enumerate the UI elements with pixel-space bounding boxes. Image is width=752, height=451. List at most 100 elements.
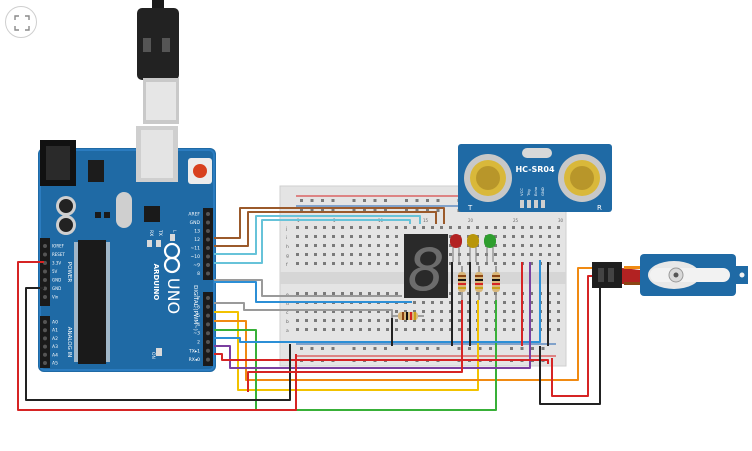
breadboard-hole[interactable]: [458, 226, 461, 229]
breadboard-hole[interactable]: [404, 319, 407, 322]
led[interactable]: [450, 234, 462, 248]
rail-hole[interactable]: [415, 209, 419, 212]
breadboard-hole[interactable]: [494, 244, 497, 247]
breadboard-hole[interactable]: [305, 319, 308, 322]
breadboard-hole[interactable]: [512, 226, 515, 229]
breadboard-hole[interactable]: [332, 262, 335, 265]
breadboard-hole[interactable]: [548, 253, 551, 256]
breadboard-hole[interactable]: [485, 328, 488, 331]
breadboard-hole[interactable]: [503, 226, 506, 229]
breadboard-hole[interactable]: [350, 319, 353, 322]
arduino-uno-board[interactable]: ARDUINO UNO DIGITAL (PWM~) POWER ANALOG …: [38, 126, 216, 372]
breadboard-hole[interactable]: [368, 310, 371, 313]
breadboard-hole[interactable]: [485, 319, 488, 322]
jumper-wire[interactable]: [214, 267, 596, 381]
breadboard-hole[interactable]: [296, 253, 299, 256]
rail-hole[interactable]: [489, 347, 492, 350]
breadboard-hole[interactable]: [557, 292, 560, 295]
breadboard-hole[interactable]: [494, 253, 497, 256]
breadboard-hole[interactable]: [449, 226, 452, 229]
breadboard-hole[interactable]: [449, 244, 452, 247]
breadboard-hole[interactable]: [440, 301, 443, 304]
rail-hole[interactable]: [436, 209, 440, 212]
jumper-wire[interactable]: [214, 262, 531, 369]
rail-hole[interactable]: [352, 347, 356, 350]
rail-hole[interactable]: [331, 199, 335, 202]
rail-hole[interactable]: [415, 199, 419, 202]
digital-pin-hole[interactable]: [206, 313, 210, 318]
breadboard-hole[interactable]: [359, 262, 362, 265]
breadboard-hole[interactable]: [458, 292, 461, 295]
breadboard-hole[interactable]: [449, 310, 452, 313]
breadboard-hole[interactable]: [314, 244, 317, 247]
breadboard-hole[interactable]: [350, 244, 353, 247]
rail-hole[interactable]: [373, 209, 377, 212]
breadboard-hole[interactable]: [449, 253, 452, 256]
breadboard-hole[interactable]: [314, 253, 317, 256]
breadboard-hole[interactable]: [350, 292, 353, 295]
analog-pin-hole[interactable]: [43, 361, 47, 365]
breadboard-hole[interactable]: [296, 262, 299, 265]
breadboard-hole[interactable]: [440, 226, 443, 229]
breadboard-hole[interactable]: [395, 328, 398, 331]
breadboard-hole[interactable]: [359, 235, 362, 238]
breadboard-hole[interactable]: [341, 253, 344, 256]
breadboard-hole[interactable]: [449, 301, 452, 304]
breadboard-hole[interactable]: [440, 310, 443, 313]
breadboard-hole[interactable]: [485, 310, 488, 313]
breadboard-hole[interactable]: [530, 301, 533, 304]
rail-hole[interactable]: [321, 209, 324, 212]
rail-hole[interactable]: [310, 199, 314, 202]
breadboard-hole[interactable]: [530, 310, 533, 313]
breadboard-hole[interactable]: [467, 253, 470, 256]
breadboard-hole[interactable]: [341, 244, 344, 247]
rail-hole[interactable]: [363, 199, 366, 202]
power-pin-hole[interactable]: [43, 295, 47, 299]
breadboard-hole[interactable]: [377, 244, 380, 247]
usb-cable[interactable]: [137, 0, 179, 124]
breadboard-hole[interactable]: [548, 235, 551, 238]
breadboard-hole[interactable]: [449, 262, 452, 265]
breadboard-hole[interactable]: [476, 292, 479, 295]
rail-hole[interactable]: [331, 209, 335, 212]
rail-hole[interactable]: [426, 199, 429, 202]
breadboard-hole[interactable]: [359, 292, 362, 295]
breadboard-hole[interactable]: [503, 301, 506, 304]
breadboard-hole[interactable]: [314, 310, 317, 313]
breadboard-hole[interactable]: [323, 319, 326, 322]
rail-hole[interactable]: [321, 347, 324, 350]
breadboard-hole[interactable]: [323, 328, 326, 331]
breadboard-hole[interactable]: [539, 226, 542, 229]
seven-segment-display[interactable]: 8: [404, 234, 448, 304]
breadboard-hole[interactable]: [512, 235, 515, 238]
breadboard-hole[interactable]: [422, 319, 425, 322]
sensor-pin[interactable]: [541, 200, 545, 208]
breadboard-hole[interactable]: [521, 235, 524, 238]
breadboard-hole[interactable]: [467, 328, 470, 331]
breadboard-hole[interactable]: [386, 226, 389, 229]
breadboard-hole[interactable]: [557, 226, 560, 229]
rail-hole[interactable]: [510, 347, 513, 350]
breadboard-hole[interactable]: [530, 292, 533, 295]
breadboard-hole[interactable]: [296, 292, 299, 295]
analog-pin-hole[interactable]: [43, 328, 47, 333]
breadboard-hole[interactable]: [548, 328, 551, 331]
breadboard-hole[interactable]: [404, 226, 407, 229]
breadboard-hole[interactable]: [395, 292, 398, 295]
led-group[interactable]: [450, 234, 496, 262]
digital-pin-hole[interactable]: [206, 212, 210, 216]
breadboard-hole[interactable]: [512, 292, 515, 295]
breadboard-hole[interactable]: [359, 328, 362, 331]
digital-pin-hole[interactable]: [206, 254, 210, 259]
breadboard-hole[interactable]: [341, 235, 344, 238]
breadboard-hole[interactable]: [413, 226, 416, 229]
breadboard-hole[interactable]: [377, 310, 380, 313]
breadboard-hole[interactable]: [440, 328, 443, 331]
breadboard-hole[interactable]: [512, 262, 515, 265]
rail-hole[interactable]: [310, 209, 314, 212]
breadboard-hole[interactable]: [368, 292, 371, 295]
breadboard-hole[interactable]: [530, 262, 533, 265]
breadboard-hole[interactable]: [512, 301, 515, 304]
rail-hole[interactable]: [436, 347, 440, 350]
